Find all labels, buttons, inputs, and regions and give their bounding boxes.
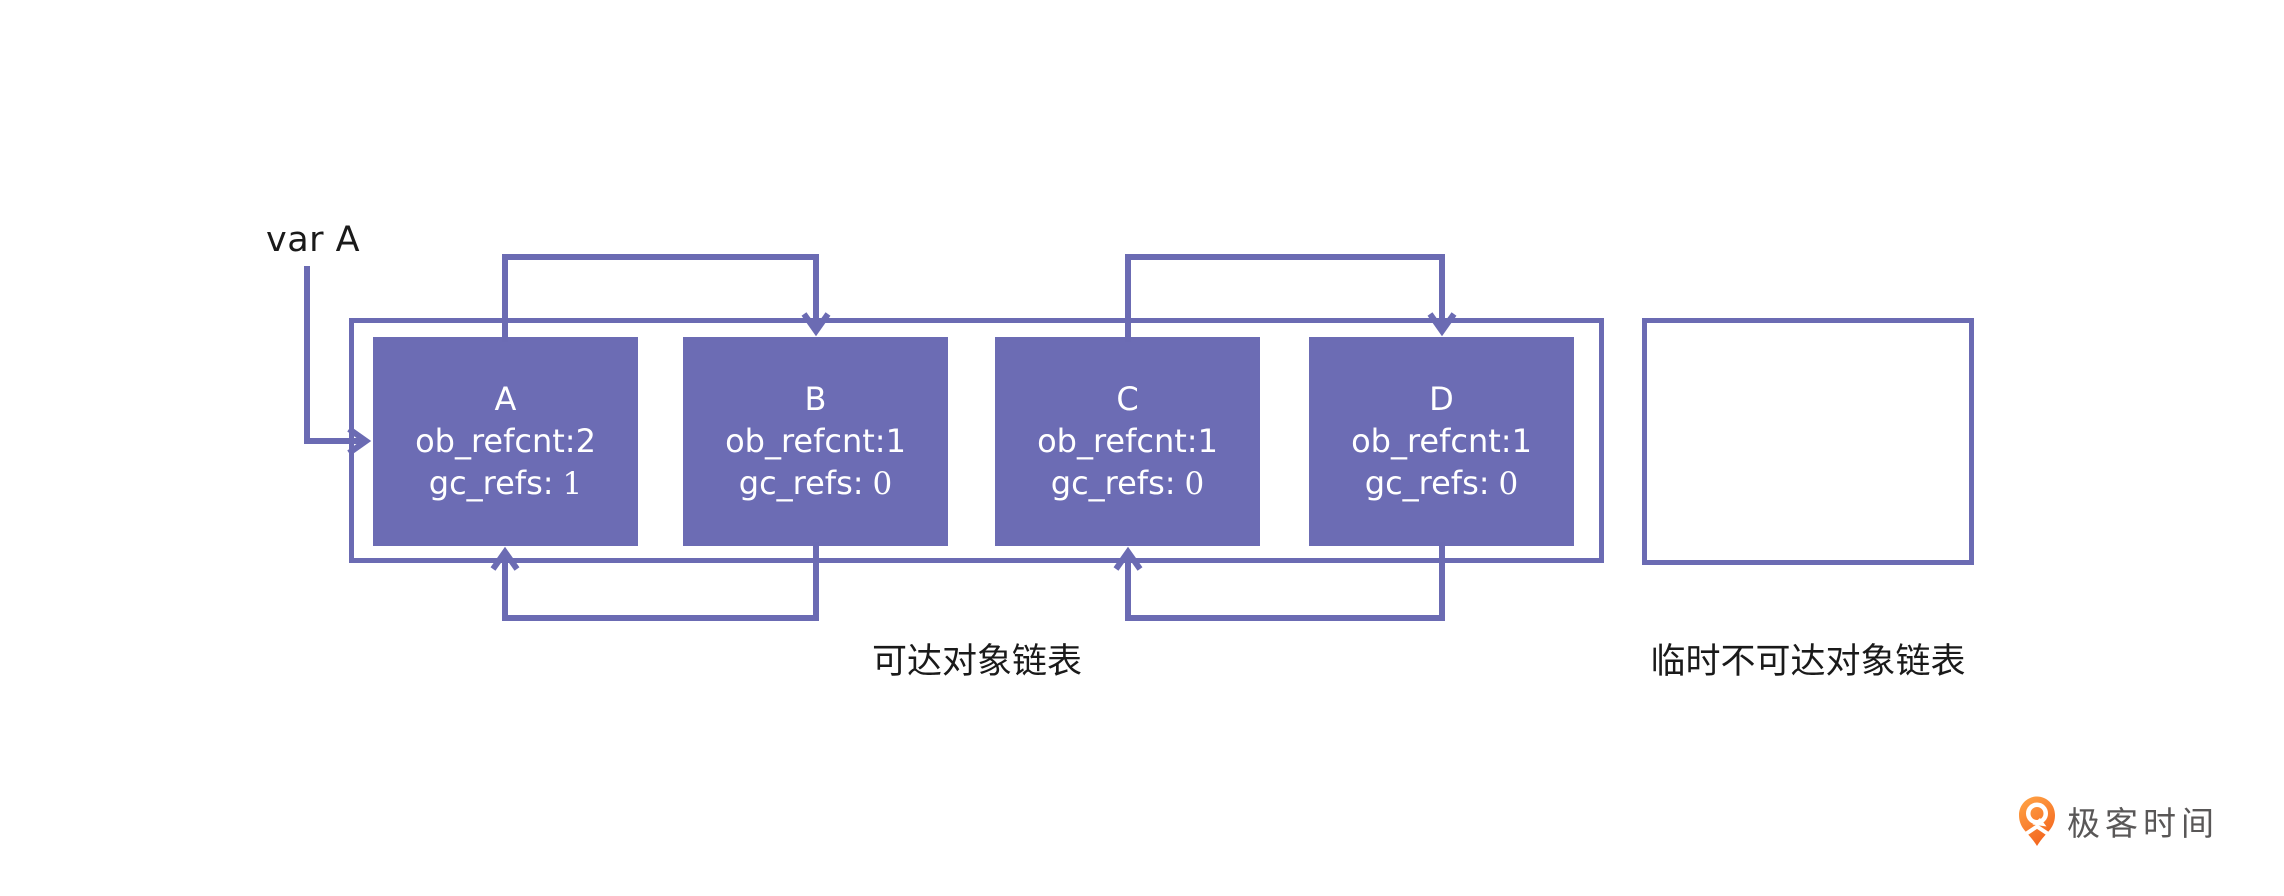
gc-refs-value: 0 xyxy=(1498,466,1519,502)
unreachable-list-outline xyxy=(1642,318,1974,565)
object-b-ob-refcnt: ob_refcnt:1 xyxy=(725,422,906,460)
object-b-name: B xyxy=(804,380,827,418)
gc-refs-value: 0 xyxy=(872,466,893,502)
object-d-name: D xyxy=(1429,380,1454,418)
object-box-c: C ob_refcnt:1 gc_refs: 0 xyxy=(995,337,1260,546)
geektime-logo: 极客时间 xyxy=(2018,795,2219,847)
geektime-pin-icon xyxy=(2019,796,2055,846)
object-c-gc-refs: gc_refs: 0 xyxy=(1051,462,1205,505)
var-a-label: var A xyxy=(266,220,361,260)
gc-refs-value: 1 xyxy=(562,466,583,502)
object-box-b: B ob_refcnt:1 gc_refs: 0 xyxy=(683,337,948,546)
object-a-name: A xyxy=(494,380,517,418)
object-b-gc-refs: gc_refs: 0 xyxy=(739,462,893,505)
geektime-logo-text: 极客时间 xyxy=(2067,804,2219,843)
object-c-name: C xyxy=(1116,380,1139,418)
gc-refs-label: gc_refs: xyxy=(1050,464,1176,502)
object-d-gc-refs: gc_refs: 0 xyxy=(1365,462,1519,505)
object-d-ob-refcnt: ob_refcnt:1 xyxy=(1351,422,1532,460)
object-box-d: D ob_refcnt:1 gc_refs: 0 xyxy=(1309,337,1574,546)
gc-refs-label: gc_refs: xyxy=(428,464,554,502)
object-a-gc-refs: gc_refs: 1 xyxy=(429,462,583,505)
object-a-ob-refcnt: ob_refcnt:2 xyxy=(415,422,596,460)
reachable-list-caption: 可达对象链表 xyxy=(871,642,1083,682)
gc-refs-label: gc_refs: xyxy=(1364,464,1490,502)
unreachable-list-caption: 临时不可达对象链表 xyxy=(1650,642,1966,682)
object-c-ob-refcnt: ob_refcnt:1 xyxy=(1037,422,1218,460)
object-box-a: A ob_refcnt:2 gc_refs: 1 xyxy=(373,337,638,546)
gc-refs-label: gc_refs: xyxy=(738,464,864,502)
gc-refs-value: 0 xyxy=(1184,466,1205,502)
